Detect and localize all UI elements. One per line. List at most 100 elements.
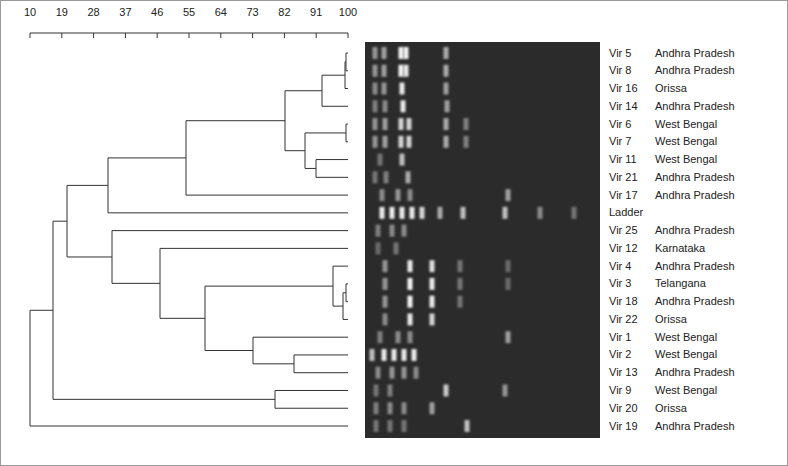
dendrogram-branch — [112, 230, 348, 231]
dendrogram-branch — [108, 157, 186, 158]
origin-label: West Bengal — [655, 348, 717, 361]
axis-tick — [61, 33, 62, 38]
axis-tick — [125, 33, 126, 38]
gel-band — [401, 100, 406, 112]
origin-label: Telangana — [655, 277, 706, 290]
lane-label: Vir 22 — [609, 313, 638, 326]
axis-value: 91 — [310, 6, 322, 19]
gel-band — [406, 171, 411, 183]
gel-band — [388, 420, 393, 432]
gel-band — [373, 47, 378, 59]
axis-value: 64 — [215, 6, 227, 19]
gel-band — [378, 154, 383, 166]
dendrogram-branch — [285, 150, 305, 151]
lane-label: Vir 2 — [609, 348, 631, 361]
gel-band — [408, 278, 413, 290]
gel-band — [402, 349, 407, 361]
gel-band — [373, 171, 378, 183]
origin-label: West Bengal — [655, 384, 717, 397]
lane-label: Vir 6 — [609, 118, 631, 131]
dendrogram-branch — [30, 426, 348, 427]
gel-band — [506, 189, 511, 201]
lane-label: Vir 7 — [609, 135, 631, 148]
gel-band — [370, 349, 375, 361]
dendrogram-branch — [186, 120, 285, 121]
axis-value: 73 — [246, 6, 258, 19]
gel-band — [383, 278, 388, 290]
lane-label: Vir 19 — [609, 420, 638, 433]
dendrogram-branch — [108, 212, 348, 213]
gel-band — [402, 402, 407, 414]
dendrogram-branch — [205, 350, 253, 351]
lane-label: Vir 9 — [609, 384, 631, 397]
axis-value: 100 — [339, 6, 357, 19]
dendrogram-branch — [253, 363, 294, 364]
gel-band — [444, 83, 449, 95]
origin-label: West Bengal — [655, 135, 717, 148]
gel-band — [382, 83, 387, 95]
axis-value: 10 — [24, 6, 36, 19]
dendrogram-branch — [253, 337, 348, 338]
gel-band — [404, 47, 409, 59]
gel-band — [396, 189, 401, 201]
gel-band — [390, 225, 395, 237]
gel-band — [376, 225, 381, 237]
gel-band — [410, 207, 415, 219]
gel-band — [430, 402, 435, 414]
gel-band — [538, 207, 543, 219]
lane-label: Vir 18 — [609, 295, 638, 308]
dendrogram-branch — [322, 75, 345, 76]
gel-band — [506, 331, 511, 343]
gel-band — [374, 402, 379, 414]
axis-tick — [157, 33, 158, 38]
dendrogram-branch — [316, 159, 348, 160]
gel-band — [400, 207, 405, 219]
gel-band — [383, 118, 388, 130]
lane-label: Vir 3 — [609, 277, 631, 290]
dendrogram-branch — [160, 318, 205, 319]
gel-band — [438, 207, 443, 219]
lane-label: Vir 16 — [609, 82, 638, 95]
gel-band — [396, 331, 401, 343]
gel-band — [408, 331, 413, 343]
gel-band — [390, 207, 395, 219]
gel-band — [407, 118, 412, 130]
origin-label: Orissa — [655, 402, 687, 415]
origin-label: Orissa — [655, 82, 687, 95]
axis-value: 82 — [278, 6, 290, 19]
origin-label: West Bengal — [655, 118, 717, 131]
gel-band — [374, 420, 379, 432]
axis-tick — [348, 33, 349, 38]
lane-label: Vir 4 — [609, 260, 631, 273]
axis-tick — [93, 33, 94, 38]
gel-band — [412, 349, 417, 361]
axis-value: 37 — [119, 6, 131, 19]
gel-band — [408, 296, 413, 308]
gel-band — [458, 296, 463, 308]
dendrogram-branch — [333, 266, 348, 267]
gel-band — [503, 384, 508, 396]
gel-band — [382, 349, 387, 361]
gel-band — [373, 83, 378, 95]
gel-band — [506, 260, 511, 272]
origin-label: Andhra Pradesh — [655, 366, 735, 379]
gel-band — [408, 189, 413, 201]
origin-label: Orissa — [655, 313, 687, 326]
dendrogram-branch — [275, 390, 348, 391]
gel-band — [373, 118, 378, 130]
dendrogram-branch — [186, 195, 348, 196]
gel-band — [374, 384, 379, 396]
axis-tick — [189, 33, 190, 38]
lane-label: Vir 14 — [609, 100, 638, 113]
axis-value: 46 — [151, 6, 163, 19]
axis-tick — [220, 33, 221, 38]
gel-band — [380, 189, 385, 201]
lane-label: Vir 20 — [609, 402, 638, 415]
gel-band — [503, 207, 508, 219]
gel-band — [376, 367, 381, 379]
gel-band — [506, 278, 511, 290]
dendrogram-branch — [53, 221, 67, 222]
dendrogram-branch — [112, 283, 160, 284]
origin-label: Andhra Pradesh — [655, 420, 735, 433]
